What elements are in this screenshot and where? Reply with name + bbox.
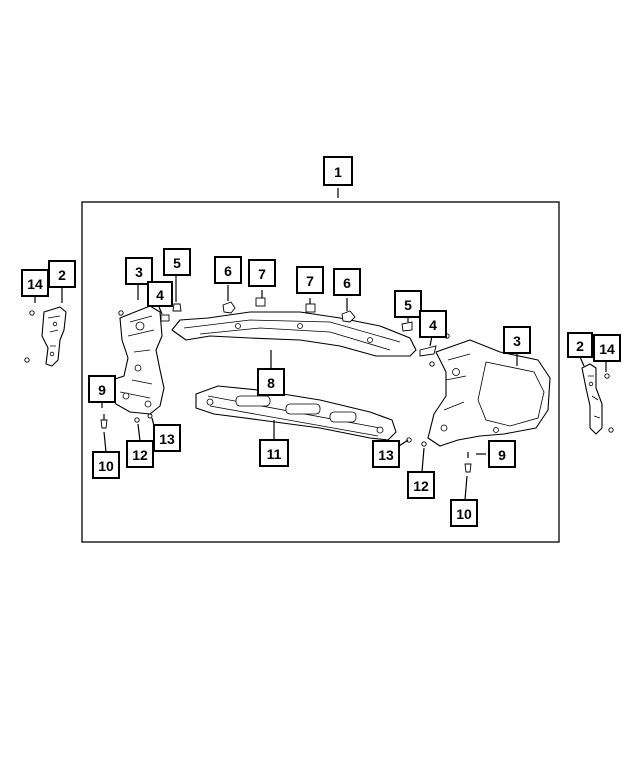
callout-label: 11 — [267, 446, 282, 462]
callout-box — [323, 156, 353, 186]
callout-c5l: 5 — [163, 248, 191, 276]
callout-box — [419, 310, 447, 338]
callout-label: 6 — [343, 275, 351, 291]
callout-c2l: 2 — [48, 260, 76, 288]
callout-label: 13 — [378, 447, 394, 463]
callout-c13l: 13 — [153, 424, 181, 452]
callout-box — [593, 334, 621, 362]
callout-box — [503, 326, 531, 354]
callout-c14l: 14 — [21, 269, 49, 297]
callout-c1: 1 — [323, 156, 353, 186]
lower-cross-member-drawing — [195, 385, 397, 441]
callout-box — [333, 268, 361, 296]
left-bolt-small — [24, 310, 35, 363]
callout-box — [153, 424, 181, 452]
callout-c9l: 9 — [88, 375, 116, 403]
callout-box — [296, 266, 324, 294]
callout-box — [147, 281, 173, 307]
callout-label: 3 — [135, 264, 143, 280]
callout-c7l: 7 — [248, 259, 276, 287]
callout-box — [88, 375, 116, 403]
callout-label: 4 — [156, 287, 164, 303]
callout-c6l: 6 — [214, 256, 242, 284]
callout-label: 13 — [159, 431, 175, 447]
callout-label: 7 — [258, 266, 266, 282]
callout-label: 14 — [27, 276, 43, 292]
callout-label: 2 — [58, 267, 66, 283]
leader-lines — [34, 188, 607, 501]
callout-label: 9 — [498, 447, 506, 463]
callout-box — [248, 259, 276, 287]
right-fasteners — [401, 321, 472, 473]
callout-c6r: 6 — [333, 268, 361, 296]
assembly-frame — [81, 201, 560, 543]
callout-box — [372, 440, 400, 468]
left-bracket-drawing — [41, 306, 67, 367]
callout-box — [125, 257, 153, 285]
callout-box — [450, 499, 478, 527]
callout-c11: 11 — [259, 439, 289, 467]
callout-label: 3 — [513, 333, 521, 349]
callout-box — [488, 440, 516, 468]
callout-c12r: 12 — [407, 471, 435, 499]
callout-box — [259, 439, 289, 467]
upper-clips — [222, 297, 356, 323]
right-bolt-small — [604, 373, 614, 433]
right-side-support-drawing — [427, 339, 551, 447]
callout-label: 12 — [413, 478, 429, 494]
callout-c5r: 5 — [394, 290, 422, 318]
callout-c3l: 3 — [125, 257, 153, 285]
callout-c8: 8 — [257, 368, 285, 396]
callout-c4l: 4 — [147, 281, 173, 307]
right-bracket-drawing — [581, 363, 603, 435]
callout-c9r: 9 — [488, 440, 516, 468]
callout-label: 9 — [98, 382, 106, 398]
callout-label: 5 — [404, 297, 412, 313]
callout-box — [257, 368, 285, 396]
callout-label: 10 — [456, 506, 472, 522]
callout-box — [92, 451, 120, 479]
callout-box — [48, 260, 76, 288]
callout-label: 2 — [576, 338, 584, 354]
upper-cross-member-drawing — [171, 311, 417, 357]
callout-box — [407, 471, 435, 499]
callout-c14r: 14 — [593, 334, 621, 362]
callout-label: 1 — [334, 164, 342, 180]
callout-c10l: 10 — [92, 451, 120, 479]
callout-c7r: 7 — [296, 266, 324, 294]
callout-box — [567, 332, 593, 358]
callout-c4r: 4 — [419, 310, 447, 338]
callout-label: 14 — [599, 341, 615, 357]
callout-box — [126, 440, 154, 468]
callout-box — [214, 256, 242, 284]
callout-label: 10 — [98, 458, 114, 474]
callout-c3r: 3 — [503, 326, 531, 354]
callout-c10r: 10 — [450, 499, 478, 527]
callout-label: 4 — [429, 317, 437, 333]
callout-label: 5 — [173, 255, 181, 271]
callout-label: 8 — [267, 375, 275, 391]
callout-c12l: 12 — [126, 440, 154, 468]
callout-box — [394, 290, 422, 318]
callout-label: 12 — [132, 447, 148, 463]
callout-label: 6 — [224, 263, 232, 279]
left-side-support-drawing — [107, 305, 165, 415]
left-fasteners — [100, 303, 182, 429]
callout-c13r: 13 — [372, 440, 400, 468]
callout-label: 7 — [306, 273, 314, 289]
callout-box — [163, 248, 191, 276]
callout-c2r: 2 — [567, 332, 593, 358]
